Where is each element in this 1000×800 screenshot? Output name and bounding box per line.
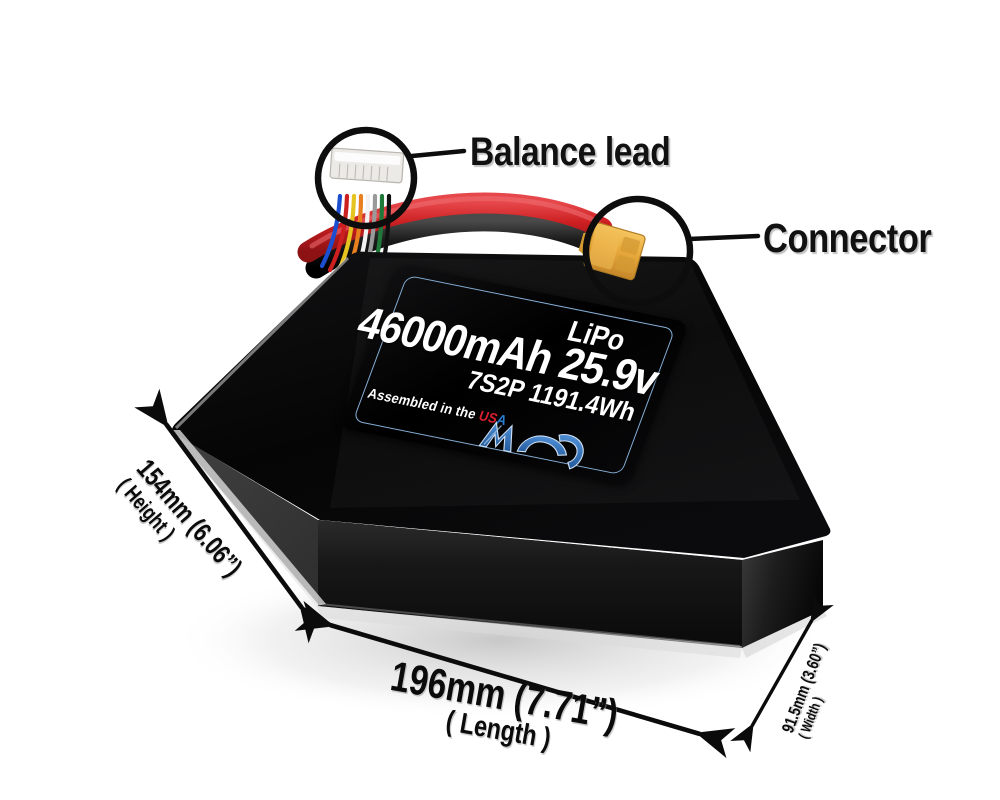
xt60-connector	[578, 222, 646, 281]
dimension-arrows	[134, 388, 834, 759]
callout-label-connector: Connector	[763, 215, 932, 261]
height-arrow	[134, 388, 334, 644]
maxamps-logo	[478, 421, 584, 470]
battery-label: LiPo 46000mAh 25.9v 7S2P 1191.4Wh Assemb…	[338, 264, 690, 486]
length-arrow	[294, 600, 736, 759]
negative-wire-black	[305, 210, 611, 279]
width-arrow	[730, 593, 834, 753]
callout-label-balance-lead: Balance lead	[470, 130, 671, 174]
balance-connector-housing	[329, 147, 405, 184]
positive-wire-highlight	[309, 196, 601, 249]
callout-balance-lead-marker	[314, 126, 467, 230]
callout-connector-marker	[582, 195, 761, 307]
